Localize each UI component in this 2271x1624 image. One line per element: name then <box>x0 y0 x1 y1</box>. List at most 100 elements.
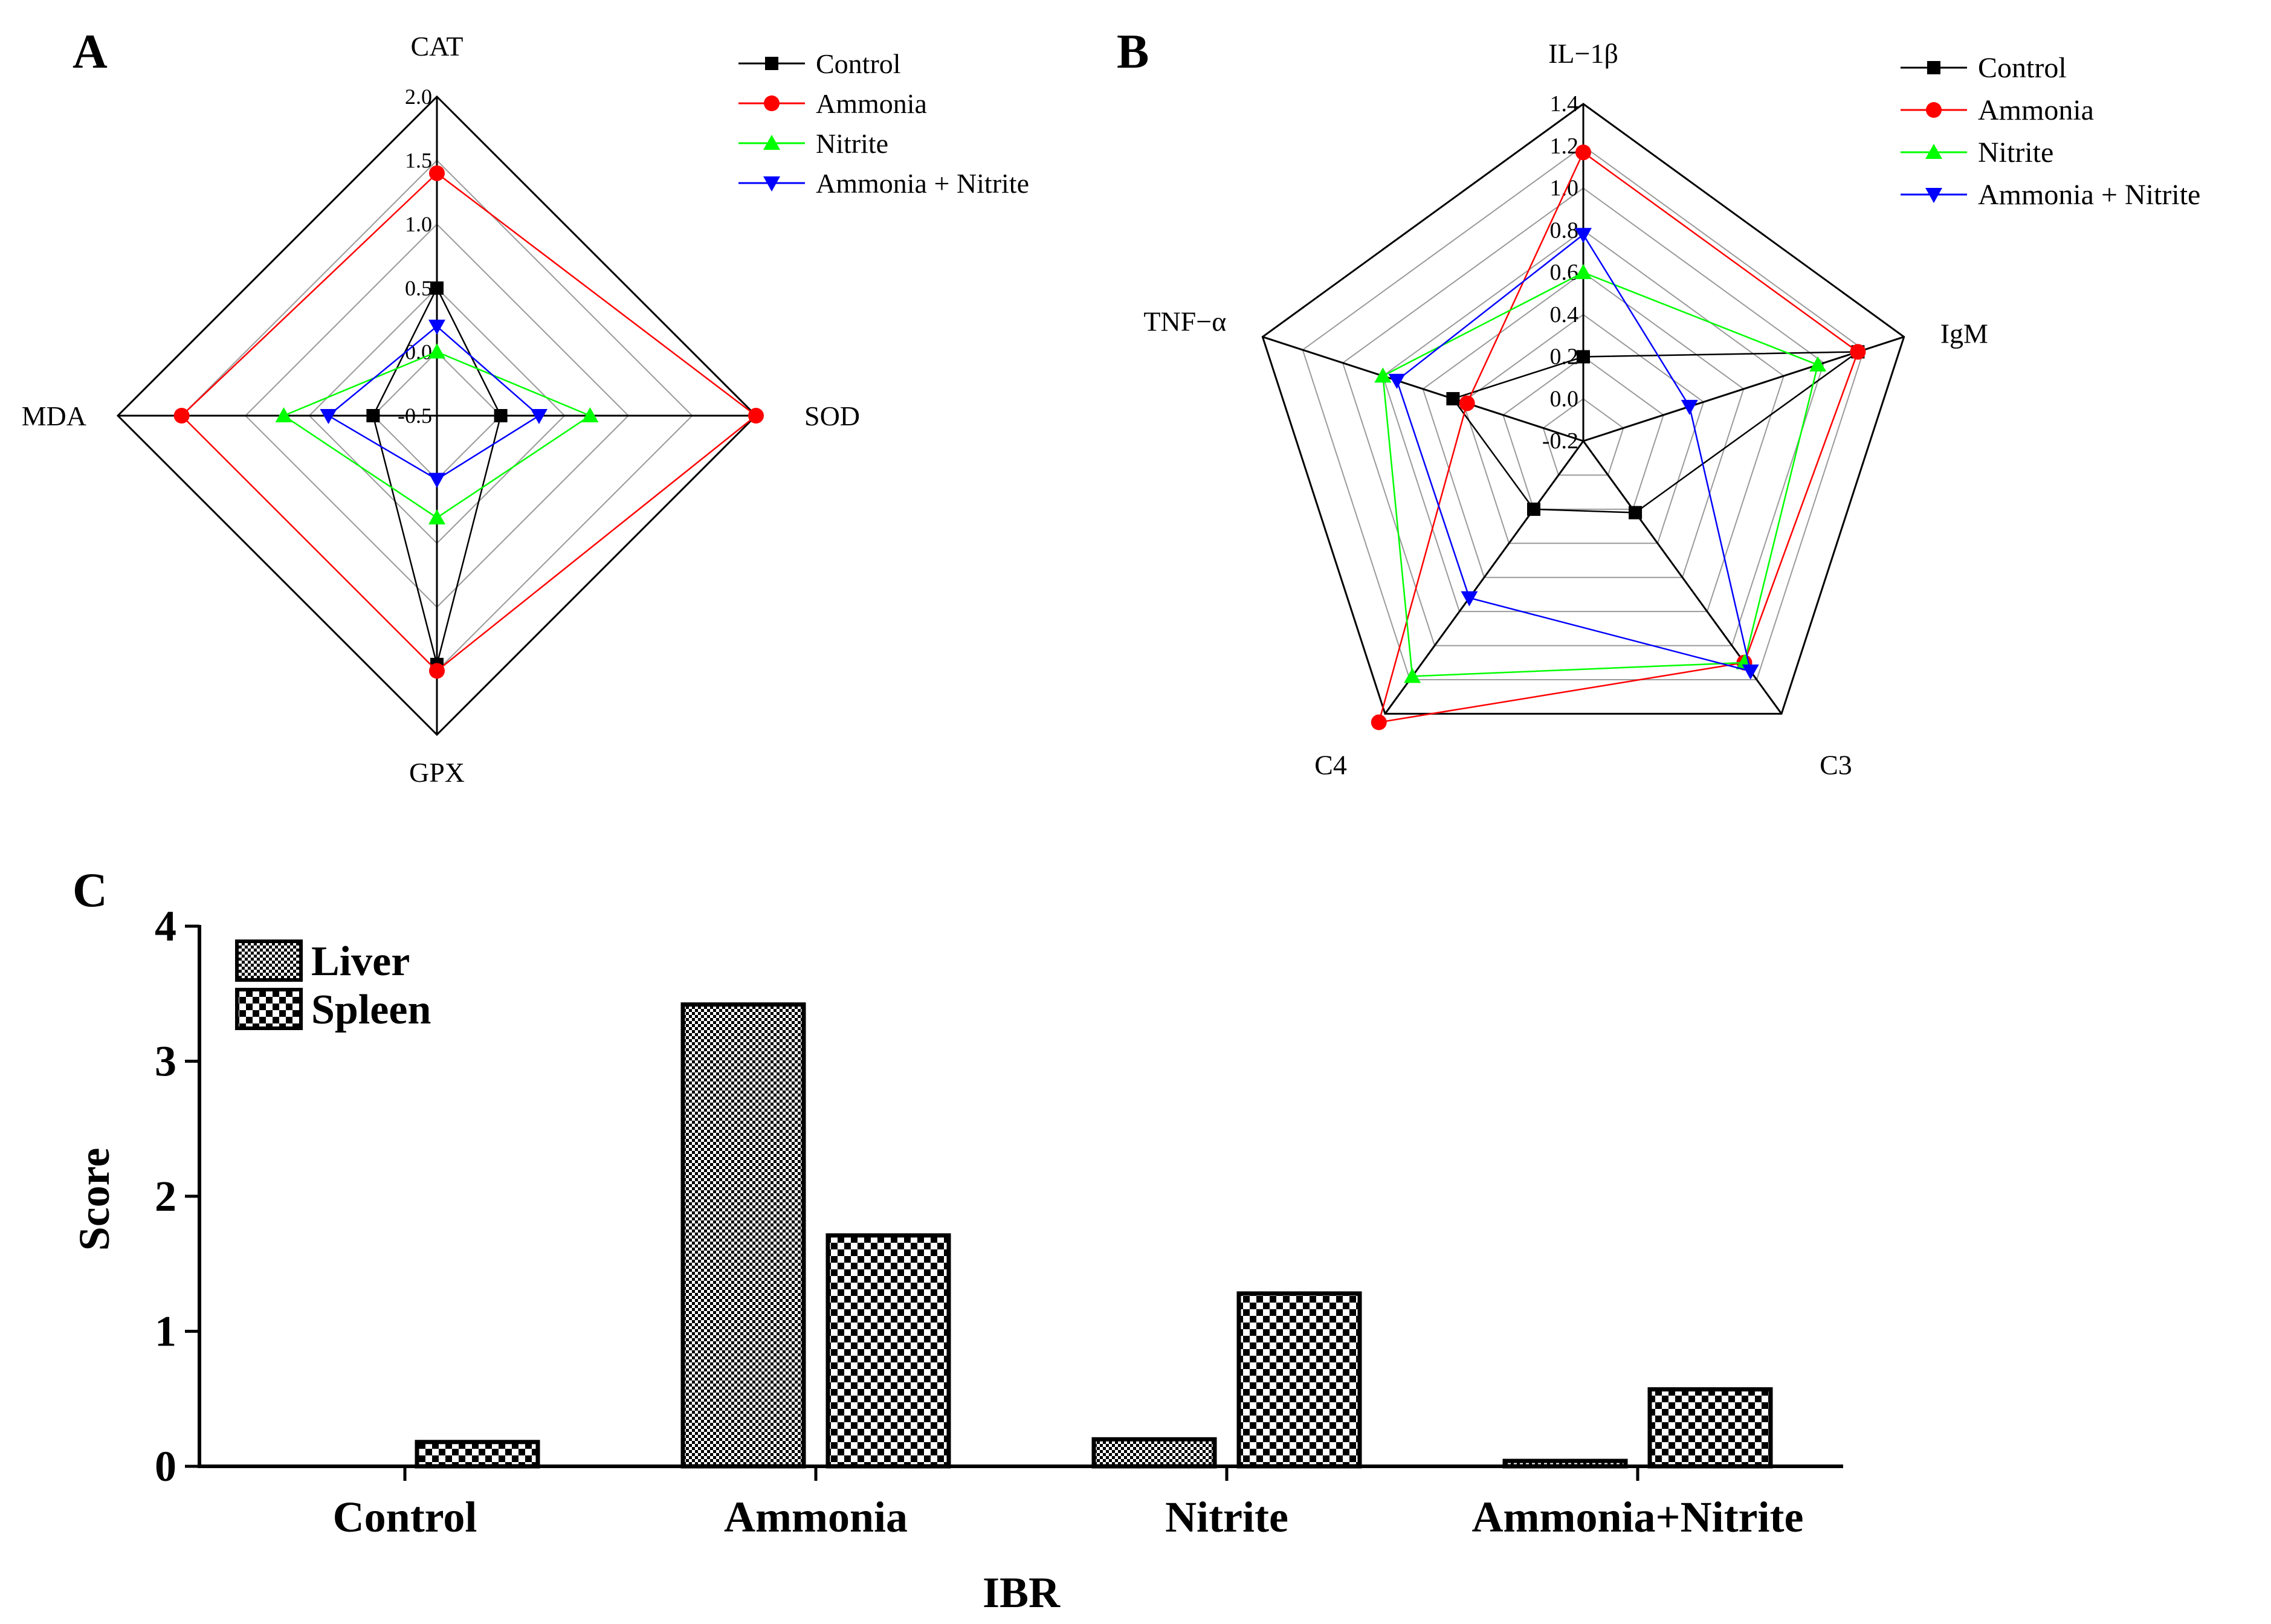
radial-tick-label: 0.4 <box>1550 302 1579 327</box>
legend-label-control: Control <box>1978 52 2067 84</box>
y-tick-label: 0 <box>155 1442 176 1490</box>
panel-b-grid <box>1261 103 1905 715</box>
data-point-nitrite <box>428 343 445 359</box>
x-tick-label-control: Control <box>333 1493 477 1541</box>
data-point-ammonia-nitrite <box>1681 399 1698 415</box>
axis-label-tnf: TNF−α <box>1143 306 1226 337</box>
panel-a-spokes <box>118 97 756 735</box>
data-point-control <box>1577 350 1590 364</box>
series-line-ammonia <box>180 172 758 672</box>
bar-liver-ammonia <box>680 1002 806 1469</box>
legend-marker-ammonia-nitrite <box>763 176 780 192</box>
axis-label-igm: IgM <box>1940 318 1988 349</box>
data-point-control <box>1527 502 1541 516</box>
data-point-control <box>366 409 380 422</box>
data-point-nitrite <box>1404 668 1421 683</box>
radial-tick-label: 1.0 <box>405 212 432 236</box>
data-point-ammonia-nitrite <box>1742 664 1759 680</box>
panel-c-letter: C <box>73 864 108 917</box>
legend-marker-ammonia <box>764 95 780 111</box>
legend-label-nitrite: Nitrite <box>816 128 888 159</box>
axis-label-c4: C4 <box>1314 749 1347 780</box>
data-point-nitrite <box>275 407 292 422</box>
legend-label-ammonia: Ammonia <box>816 88 927 119</box>
y-tick-label: 2 <box>155 1172 176 1220</box>
y-axis-title: Score <box>70 1148 118 1251</box>
data-point-ammonia <box>1850 344 1866 360</box>
axis-label-gpx: GPX <box>409 757 465 788</box>
radial-tick-label: 0.6 <box>1550 260 1579 285</box>
x-axis-title: IBR <box>983 1568 1061 1617</box>
legend-swatch-spleen <box>235 988 303 1030</box>
radial-tick-label: 0.5 <box>405 276 432 300</box>
panel-a-letter: A <box>73 25 108 79</box>
radial-tick-label: -0.5 <box>398 404 432 428</box>
data-point-ammonia-nitrite <box>320 409 337 424</box>
legend-marker-control <box>765 57 778 70</box>
axis-label-mda: MDA <box>22 401 86 431</box>
legend-marker-ammonia-nitrite <box>1925 188 1942 203</box>
radar-spoke <box>1384 440 1585 715</box>
radial-tick-label: 1.4 <box>1550 91 1579 117</box>
bar-liver-ammonia-nitrite <box>1502 1458 1628 1469</box>
data-point-control <box>1446 392 1460 405</box>
legend-label-control: Control <box>816 48 901 79</box>
radial-tick-label: 1.2 <box>1550 134 1579 159</box>
data-point-ammonia-nitrite <box>1461 591 1478 607</box>
axis-label-sod: SOD <box>804 401 860 431</box>
y-tick-label: 1 <box>155 1307 176 1356</box>
data-point-ammonia <box>429 663 445 679</box>
data-point-nitrite <box>1809 356 1827 372</box>
grid-ring <box>1422 271 1745 578</box>
legend-label-ammonia-nitrite: Ammonia + Nitrite <box>816 168 1029 199</box>
grid-ring <box>1502 356 1664 510</box>
grid-ring <box>1462 314 1705 544</box>
data-point-control <box>430 281 444 295</box>
data-point-ammonia <box>173 408 190 424</box>
data-point-ammonia-nitrite <box>428 320 445 335</box>
radar-spoke <box>1262 336 1584 442</box>
legend-label-ammonia: Ammonia <box>1978 94 2094 126</box>
panel-a-tick-labels: 2.01.51.00.50.0-0.5 <box>398 85 432 428</box>
data-point-ammonia <box>1575 144 1591 161</box>
panel-c-bars <box>415 1002 1773 1469</box>
x-tick-label-ammonia-nitrite: Ammonia+Nitrite <box>1472 1493 1804 1541</box>
bar-spleen-nitrite <box>1236 1291 1362 1469</box>
panel-b-spokes <box>1262 104 1905 715</box>
series-line-ammonia-nitrite <box>1396 233 1752 672</box>
legend-label-ammonia-nitrite: Ammonia + Nitrite <box>1978 179 2200 211</box>
data-point-nitrite <box>1575 264 1592 279</box>
legend-label-liver: Liver <box>311 938 410 985</box>
panel-b-series <box>1371 144 1866 730</box>
x-tick-label-nitrite: Nitrite <box>1165 1493 1288 1541</box>
data-point-nitrite <box>428 509 445 524</box>
data-point-ammonia-nitrite <box>428 472 445 488</box>
data-point-ammonia <box>748 408 764 424</box>
panel-b-tick-labels: 1.41.21.00.80.60.40.20.0-0.2 <box>1542 91 1578 454</box>
axis-label-il-1: IL−1β <box>1548 38 1618 69</box>
legend-marker-ammonia <box>1926 102 1942 118</box>
radial-tick-label: 1.5 <box>405 149 432 173</box>
grid-ring <box>1261 103 1905 715</box>
data-point-nitrite <box>1374 367 1392 383</box>
grid-ring <box>1382 230 1785 613</box>
legend-marker-nitrite <box>763 135 780 150</box>
data-point-ammonia <box>429 165 445 181</box>
series-line-nitrite <box>1381 271 1819 677</box>
radial-tick-label: 1.0 <box>1550 176 1579 201</box>
legend-label-spleen: Spleen <box>311 987 431 1033</box>
bar-liver-nitrite <box>1091 1437 1217 1469</box>
legend-swatch-liver <box>235 939 303 982</box>
radial-tick-label: 0.0 <box>1550 386 1579 411</box>
panel-a-series <box>173 165 764 679</box>
data-point-control <box>1629 506 1643 520</box>
grid-ring <box>1342 187 1825 646</box>
data-point-nitrite <box>581 407 599 422</box>
radial-tick-label: 2.0 <box>405 85 432 109</box>
